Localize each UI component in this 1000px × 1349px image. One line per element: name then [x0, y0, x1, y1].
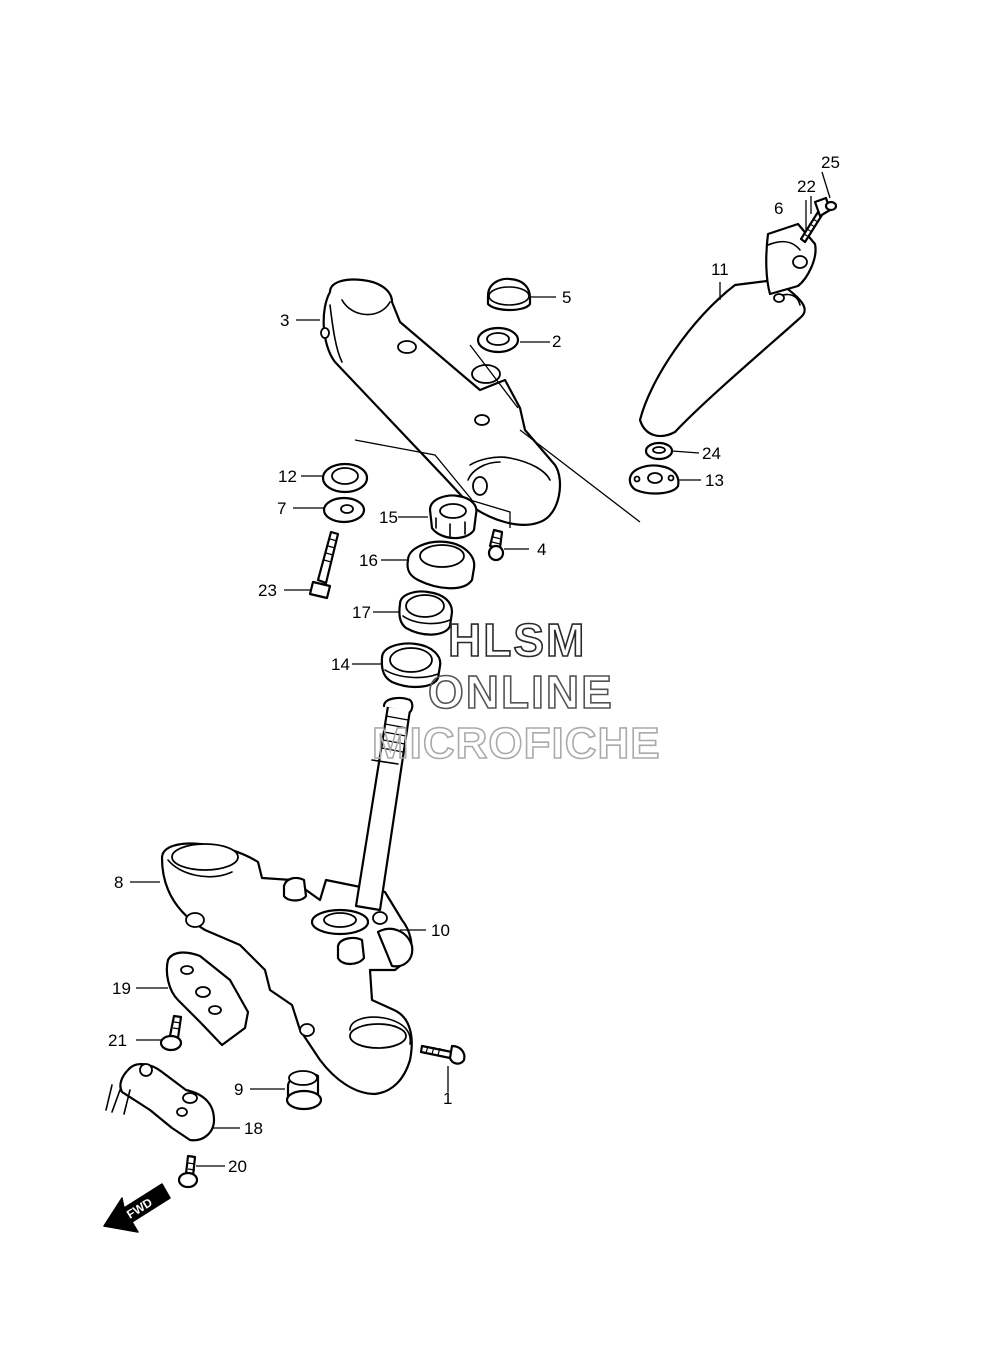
handlebar	[638, 278, 806, 438]
bolt-21	[159, 1014, 183, 1052]
leader-lines	[130, 171, 831, 1167]
bolt-1	[419, 1044, 466, 1065]
callout-24: 24	[702, 444, 721, 463]
steering-stem-lower-bracket	[160, 842, 414, 1096]
bearing-17	[398, 590, 454, 636]
callout-6: 6	[774, 199, 783, 218]
callout-1: 1	[443, 1089, 452, 1108]
callout-11: 11	[711, 260, 729, 279]
callout-18: 18	[244, 1119, 263, 1138]
fwd-arrow: FWD	[103, 1183, 171, 1233]
callout-2: 2	[552, 332, 561, 351]
bolt-23	[308, 530, 340, 600]
plate-13	[628, 464, 680, 495]
washer-24	[644, 441, 674, 461]
washer-7	[322, 496, 366, 524]
steering-stem-nut	[428, 494, 478, 540]
callout-15: 15	[379, 508, 398, 527]
washer-2	[476, 326, 520, 354]
dust-seal-16	[406, 540, 476, 590]
bolt-4	[487, 528, 505, 562]
watermark-line-1: HLSM	[448, 614, 586, 666]
callout-5: 5	[562, 288, 571, 307]
callout-17: 17	[352, 603, 371, 622]
callout-20: 20	[228, 1157, 247, 1176]
callout-4: 4	[537, 540, 546, 559]
callout-16: 16	[359, 551, 378, 570]
lock-holder-19	[165, 951, 250, 1047]
bolt-20	[177, 1154, 199, 1189]
watermark-line-3: MICROFICHE	[372, 719, 661, 768]
seal-12	[321, 462, 369, 494]
washer-25	[824, 200, 838, 212]
holder-bolt	[799, 196, 832, 244]
bushing-9	[285, 1070, 323, 1111]
stem-shaft	[354, 696, 414, 912]
upper-bracket	[320, 278, 562, 526]
callout-3: 3	[280, 311, 289, 330]
steering-lock-18	[105, 1063, 216, 1142]
bearing-14	[380, 642, 442, 688]
callout-7: 7	[277, 499, 286, 518]
callout-19: 19	[112, 979, 131, 998]
callout-21: 21	[108, 1031, 127, 1050]
watermark-line-2: ONLINE	[428, 666, 614, 718]
callout-9: 9	[234, 1080, 243, 1099]
callout-25: 25	[821, 153, 840, 172]
reference-lines	[354, 344, 641, 528]
callout-10: 10	[431, 921, 450, 940]
callout-labels: 1 2 3 4 5 6 7 8 9 10 11 12 13 14 15 16 1…	[108, 153, 840, 1176]
callout-23: 23	[258, 581, 277, 600]
watermark: HLSM ONLINE MICROFICHE	[371, 613, 661, 769]
callout-14: 14	[331, 655, 350, 674]
callout-12: 12	[278, 467, 297, 486]
callout-13: 13	[705, 471, 724, 490]
bolt-cap	[486, 277, 532, 312]
callout-22: 22	[797, 177, 816, 196]
callout-8: 8	[114, 873, 123, 892]
